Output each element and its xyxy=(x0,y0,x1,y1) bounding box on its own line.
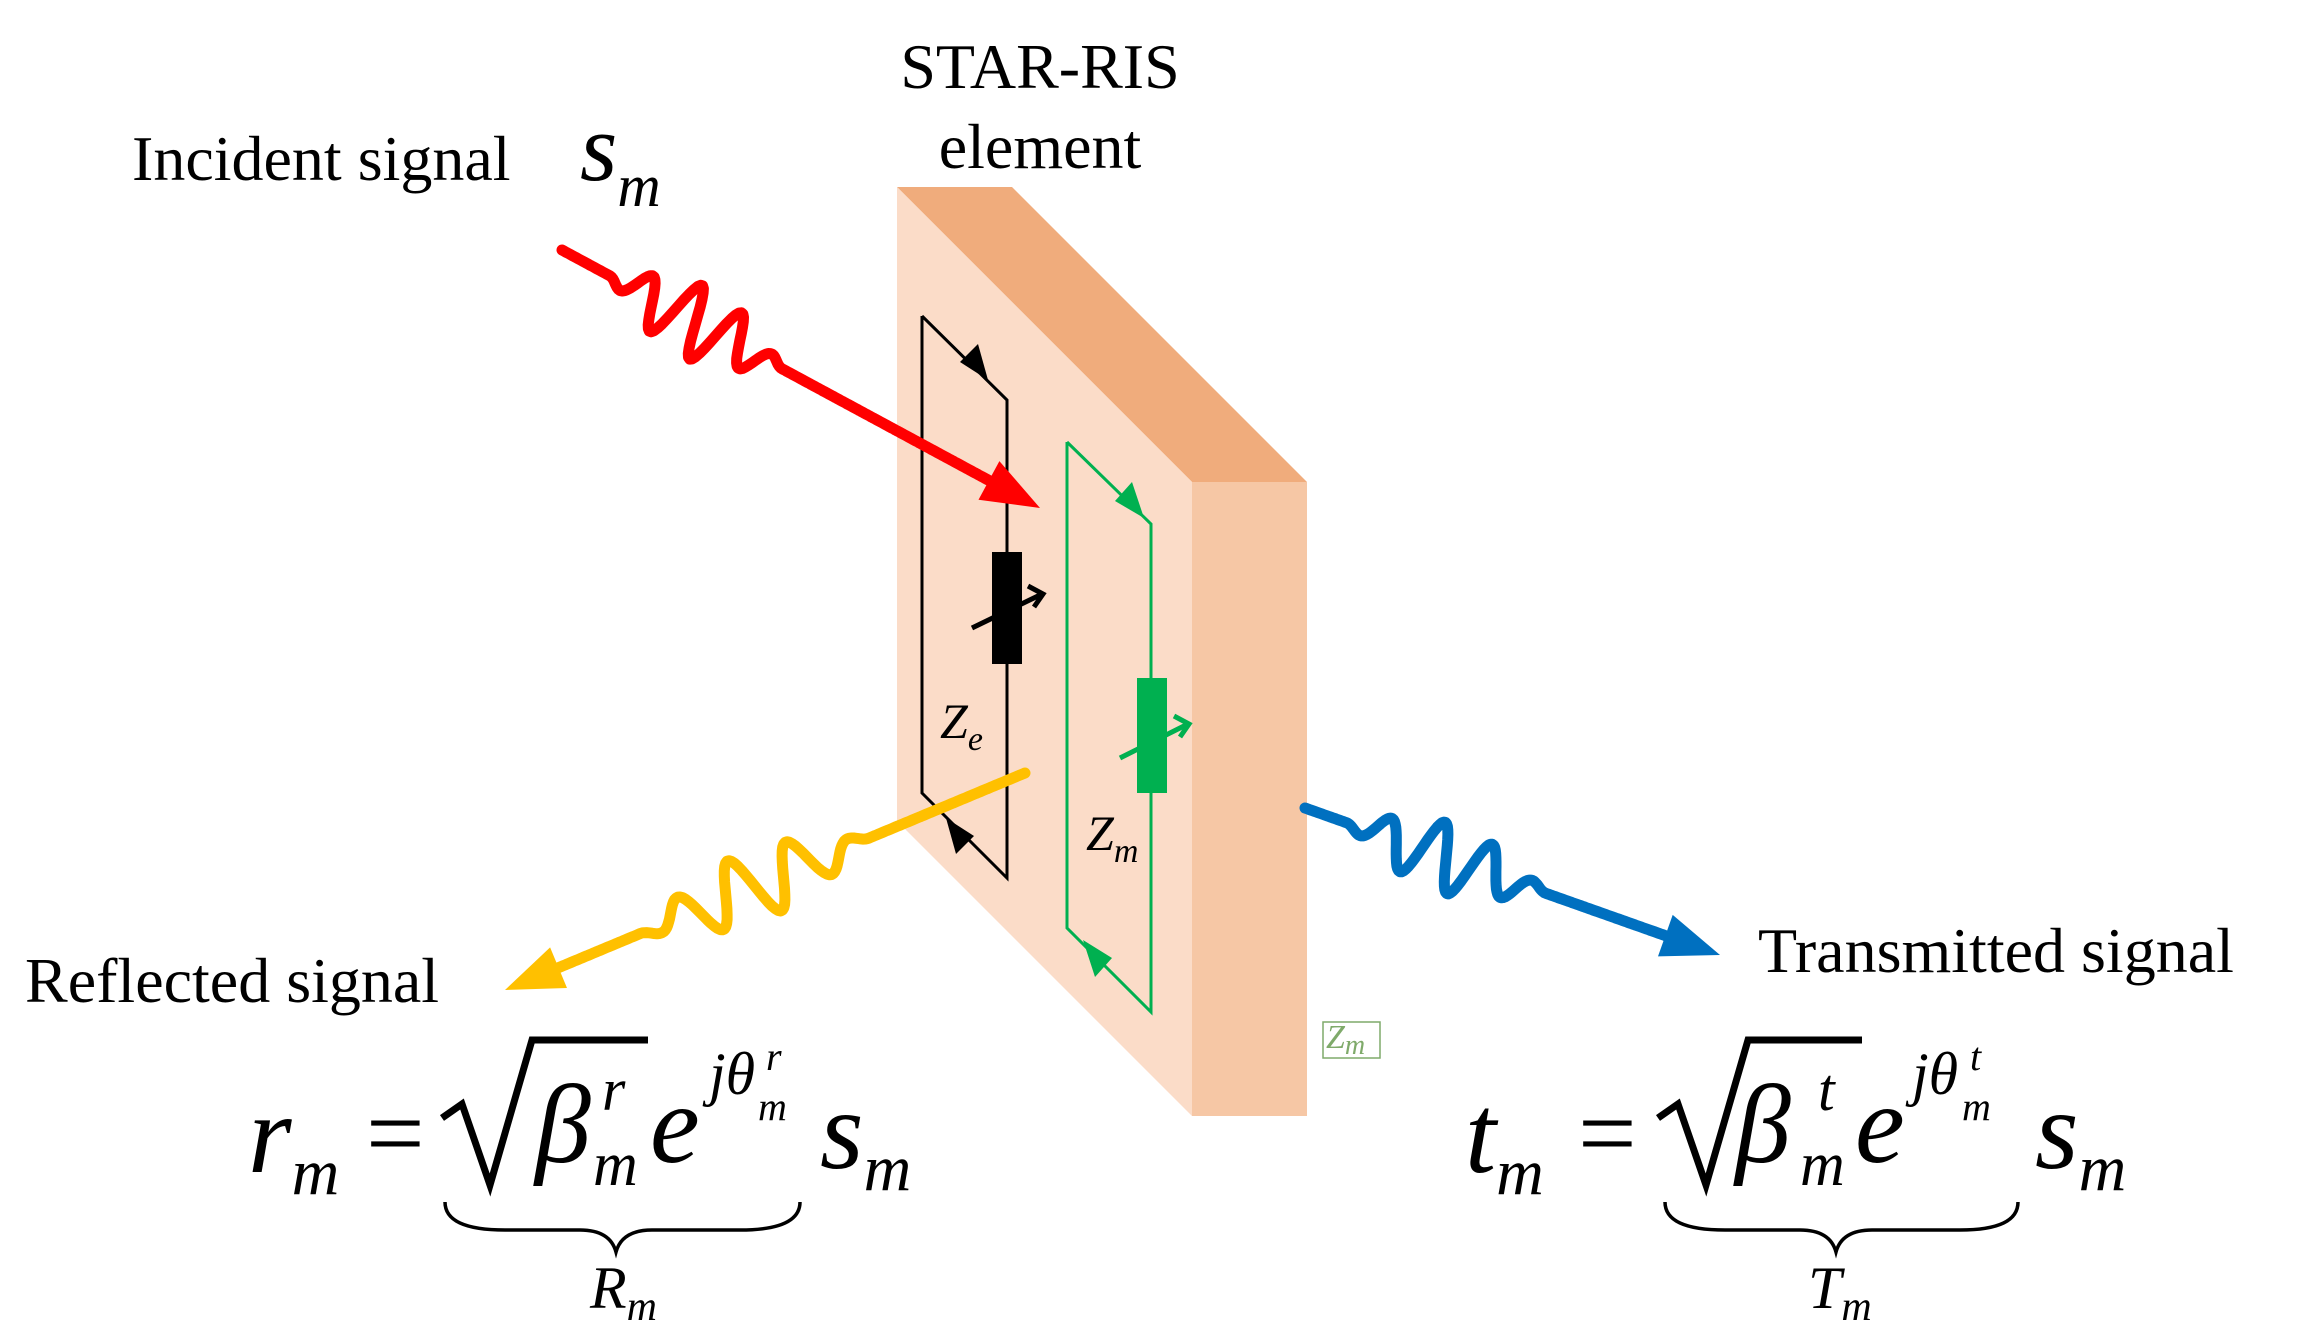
incident-symbol: sm xyxy=(580,94,661,219)
svg-text:jθ: jθ xyxy=(702,1041,755,1107)
star-ris-panel xyxy=(897,187,1307,1116)
svg-text:rm: rm xyxy=(248,1073,339,1209)
electric-impedance xyxy=(970,552,1047,664)
reflection-sqrt xyxy=(439,1036,648,1197)
transmission-brace xyxy=(1663,1201,2020,1259)
electric-arrow-bottom xyxy=(946,818,974,854)
reflection-brace xyxy=(443,1201,802,1259)
wave-transmitted-line xyxy=(1299,802,1693,949)
svg-text:e: e xyxy=(650,1063,700,1187)
transmission-equation: tm = β t m e jθ t m sm Tm xyxy=(1465,1034,2126,1330)
magnetic-arrow-bottom xyxy=(1083,940,1112,977)
incident-signal-label: Incident signal xyxy=(132,123,511,194)
wave-transmitted-arrowhead xyxy=(1658,914,1720,957)
wave-reflected-arrowhead xyxy=(505,947,567,990)
transmission-sqrt xyxy=(1655,1036,1862,1197)
panel-top-face xyxy=(897,187,1307,482)
svg-text:=: = xyxy=(1578,1076,1637,1191)
svg-text:m: m xyxy=(1962,1084,1991,1129)
magnetic-impedance xyxy=(1118,678,1193,793)
svg-text:m: m xyxy=(1800,1131,1845,1199)
zm-boxed-label: Zm xyxy=(1322,1019,1381,1061)
zm-label: Zm xyxy=(1086,805,1138,870)
reflection-equation: rm = β r m e jθ r m sm Rm xyxy=(248,1034,911,1330)
electric-arrow-top xyxy=(960,344,988,380)
incident-signal-wave xyxy=(556,244,1040,508)
svg-text:Tm: Tm xyxy=(1808,1255,1872,1330)
transmitted-signal-wave xyxy=(1299,802,1720,957)
svg-text:r: r xyxy=(766,1034,782,1079)
svg-text:Rm: Rm xyxy=(589,1255,657,1330)
svg-text:sm: sm xyxy=(2035,1069,2126,1205)
svg-text:t: t xyxy=(1818,1057,1836,1123)
svg-text:sm: sm xyxy=(820,1069,911,1205)
svg-text:m: m xyxy=(758,1084,787,1129)
svg-text:Zm: Zm xyxy=(1326,1019,1365,1061)
magnetic-arrow-top xyxy=(1115,482,1144,518)
svg-text:jθ: jθ xyxy=(1905,1041,1958,1107)
svg-text:t: t xyxy=(1970,1034,1982,1079)
title-line-1: STAR-RIS xyxy=(900,31,1179,102)
svg-text:=: = xyxy=(366,1076,425,1191)
svg-text:β: β xyxy=(533,1063,591,1187)
wave-incident-arrowhead xyxy=(978,461,1040,508)
panel-side-face xyxy=(1192,482,1307,1116)
reflected-signal-label: Reflected signal xyxy=(25,945,439,1016)
ze-label: Ze xyxy=(940,693,983,758)
title-line-2: element xyxy=(939,111,1142,182)
svg-text:tm: tm xyxy=(1465,1073,1544,1209)
reflected-signal-wave xyxy=(505,767,1031,990)
wave-reflected-line xyxy=(531,767,1031,983)
panel-front-face xyxy=(897,187,1192,1116)
svg-text:e: e xyxy=(1855,1063,1905,1187)
svg-text:m: m xyxy=(593,1131,638,1199)
svg-text:r: r xyxy=(602,1057,626,1123)
transmitted-signal-label: Transmitted signal xyxy=(1758,915,2234,986)
svg-text:β: β xyxy=(1733,1063,1791,1187)
wave-incident-line xyxy=(556,244,1015,497)
